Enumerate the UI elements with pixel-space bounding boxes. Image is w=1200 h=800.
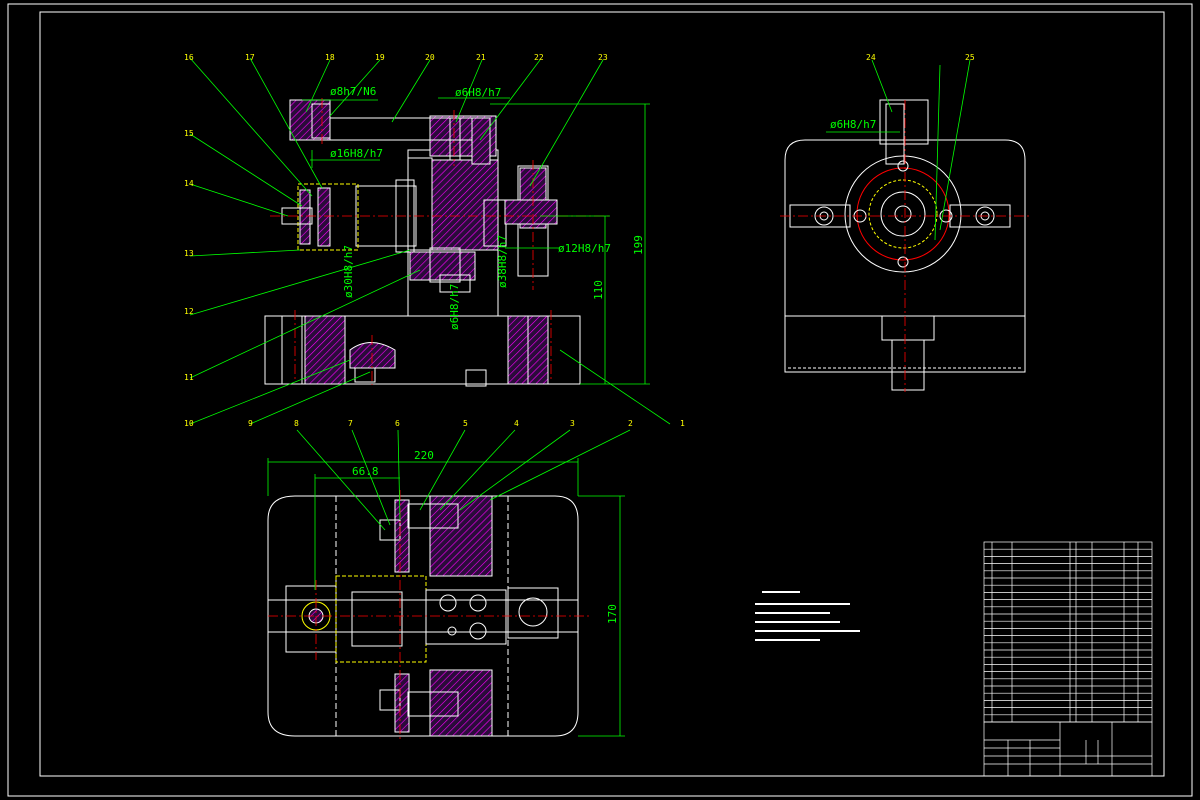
balloon-8: 8 (294, 419, 299, 428)
dim-top-offset: 66.8 (352, 465, 379, 478)
balloon-1: 1 (680, 419, 685, 428)
technical-notes (755, 591, 860, 641)
dim-front-rod-fit: ø12H8/h7 (558, 242, 611, 255)
balloon-12: 12 (184, 307, 194, 316)
dim-front-bushing-fit: ø16H8/h7 (330, 147, 383, 160)
balloon-3: 3 (570, 419, 575, 428)
dim-top-width: 220 (414, 449, 434, 462)
balloon-23: 23 (598, 53, 608, 62)
drawing-border-inner (39, 11, 1165, 777)
balloon-13: 13 (184, 249, 194, 258)
front-view (264, 99, 581, 387)
balloon-labels: 1 2 3 4 5 6 7 8 9 10 11 12 13 14 15 16 1… (184, 53, 975, 428)
dim-front-shaft-fit: ø8h7/N6 (330, 85, 376, 98)
dim-front-spindle-fit: ø30H8/h7 (342, 245, 355, 298)
dim-front-locator-fit: ø6H8/h7 (448, 284, 461, 330)
dim-front-total-height: 199 (632, 235, 645, 255)
drawing-border-outer (7, 3, 1193, 797)
balloon-14: 14 (184, 179, 194, 188)
balloon-17: 17 (245, 53, 255, 62)
balloon-5: 5 (463, 419, 468, 428)
balloon-20: 20 (425, 53, 435, 62)
balloon-25: 25 (965, 53, 975, 62)
balloon-10: 10 (184, 419, 194, 428)
base-hatch-left (304, 315, 346, 385)
balloon-6: 6 (395, 419, 400, 428)
parts-list (983, 541, 1153, 723)
balloon-11: 11 (184, 373, 194, 382)
title-block (983, 721, 1153, 777)
leader-lines (189, 57, 971, 531)
front-dimension-lines (302, 97, 650, 385)
balloon-16: 16 (184, 53, 194, 62)
dim-top-depth: 170 (606, 604, 619, 624)
balloon-9: 9 (248, 419, 253, 428)
top-centerlines (268, 490, 590, 740)
balloon-18: 18 (325, 53, 335, 62)
side-dimension-lines (826, 64, 941, 241)
dim-side-pin-fit: ø6H8/h7 (830, 118, 876, 131)
balloon-21: 21 (476, 53, 486, 62)
balloon-22: 22 (534, 53, 544, 62)
balloon-19: 19 (375, 53, 385, 62)
balloon-24: 24 (866, 53, 876, 62)
dim-front-sleeve-fit: ø38H8/h7 (496, 235, 509, 288)
balloon-15: 15 (184, 129, 194, 138)
dim-front-pin-fit: ø6H8/h7 (455, 86, 501, 99)
top-view (267, 495, 579, 737)
side-view (784, 99, 1026, 391)
side-centerlines (780, 100, 1030, 392)
balloon-2: 2 (628, 419, 633, 428)
dim-front-center-height: 110 (592, 280, 605, 300)
balloon-7: 7 (348, 419, 353, 428)
balloon-4: 4 (514, 419, 519, 428)
